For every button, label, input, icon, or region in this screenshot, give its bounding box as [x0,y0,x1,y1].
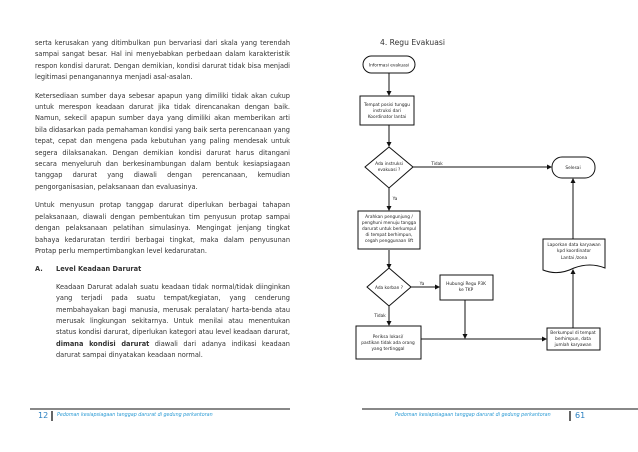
node-label: Tempat posisi tunggu [363,102,410,108]
start-terminator [362,55,416,74]
node-label: Lantai /zona [561,255,588,261]
page-number: 61 [575,411,586,420]
node-label: Laporkan data karyawan [547,242,600,248]
footer-text: Pedoman kesiapsiagaan tanggap darurat di… [395,413,551,418]
section-number: A. [35,265,43,274]
text-span: Keadaan Darurat adalah suatu keadaan tid… [56,282,290,337]
node-label: Ada instruksi [375,161,403,167]
process-box [546,327,601,351]
footer-text: Pedoman kesiapsiagaan tanggap darurat di… [57,413,213,418]
decision-diamond [364,146,414,189]
node-label: penghuni menuju tangga [362,220,417,226]
process-box [359,95,415,126]
node-label: di tempat berhimpun, [366,232,413,238]
edge-label: Ya [392,196,398,202]
paragraph: serta kerusakan yang ditimbulkan pun ber… [35,39,290,82]
node-label: Selesai [565,165,580,171]
document-shape [542,238,606,274]
node-label: Ada korban ? [375,285,403,291]
decision-diamond [366,267,412,307]
process-box [357,210,421,250]
page-number: 12 [38,411,49,420]
node-label: instruksi dari [373,108,401,114]
node-label: kpd koordinator [557,248,591,254]
node-label: Hubungi Regu P3K [446,281,486,287]
process-box [439,274,494,301]
edge-label: Tidak [430,161,443,167]
node-label: ke TKP [459,287,474,293]
end-terminator [551,156,596,179]
footer-divider [362,408,638,410]
body-text: serta kerusakan yang ditimbulkan pun ber… [35,38,290,369]
node-label: cegah penggunaan lift [365,238,414,244]
node-label: yang tertinggal [372,346,405,352]
paragraph: Ketersediaan sumber daya sebesar apapun … [35,91,290,191]
section-paragraph: Keadaan Darurat adalah suatu keadaan tid… [35,282,290,362]
bold-text: dimana kondisi darurat [56,339,150,348]
text-span: diawali dari adanya indikasi keadaan dar… [56,339,290,360]
footer-bar [51,411,53,421]
node-label: pastikan tidak ada orang [361,340,415,346]
node-label: evakuasi ? [378,167,401,173]
node-label: Koordinator lantai [368,114,406,120]
section-heading: A. Level Keadaan Darurat [35,264,290,275]
node-label: darurat untuk berkumpul [362,226,416,232]
footer-divider [30,408,290,410]
process-box [355,325,422,360]
paragraph: Untuk menyusun protap tanggap darurat di… [35,201,290,255]
node-label: jumlah karyawan [554,342,592,348]
edge-label: Tidak [373,313,386,319]
node-label: Arahkan pengunjung / [365,214,413,220]
flowchart-title: 4. Regu Evakuasi [380,38,445,47]
node-label: berhimpun, data [555,336,591,342]
node-label: Berkumpul di tempat [550,330,596,336]
right-page: 4. Regu Evakuasi Pedoman kesiapsiagaan t… [319,0,638,452]
node-label: Informasi evakuasi [369,63,409,69]
section-title: Level Keadaan Darurat [56,265,142,274]
footer-bar [569,411,571,421]
left-page: serta kerusakan yang ditimbulkan pun ber… [30,38,290,421]
node-label: Periksa lokasi/ [373,334,404,340]
edge-label: Ya [419,281,425,287]
